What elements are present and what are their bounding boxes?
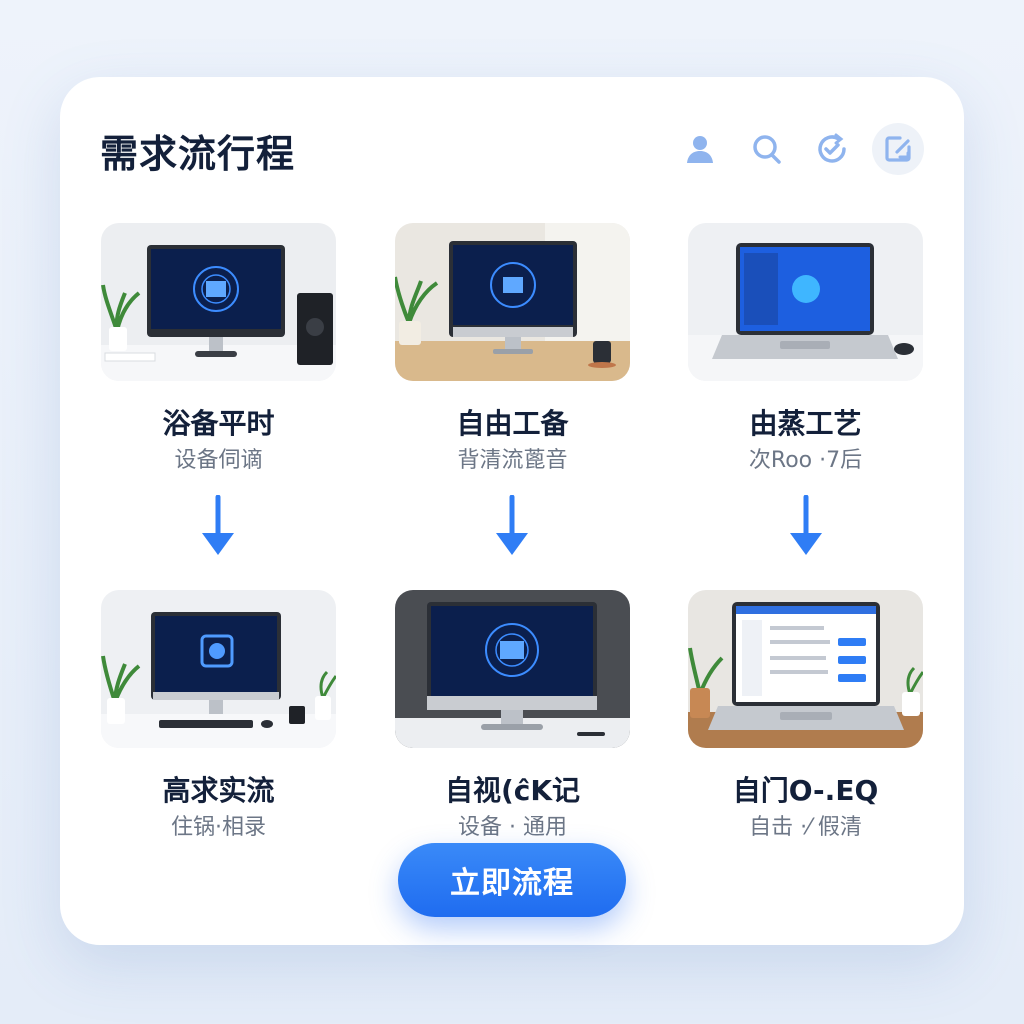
step-image-5 [395,590,630,748]
user-icon [687,136,713,163]
check-refresh-icon [818,133,846,163]
step-title-3: 由蒸工艺 [749,407,862,440]
step-title-1: 浴备平时 [162,407,275,440]
step-card-4[interactable]: 高求实流 住锅·相录 [101,590,336,842]
step-subtitle-3: 次Roo ·7后 [748,448,863,473]
edit-button[interactable] [872,123,924,175]
step-card-1[interactable]: 浴备平时 设备伺谪 [101,223,336,475]
step-subtitle-5: 设备 · 通用 [458,815,567,840]
step-card-5[interactable]: 自视(ĉK记 设备 · 通用 [395,590,630,842]
start-flow-button[interactable]: 立即流程 [398,843,626,917]
step-image-3 [688,223,923,381]
step-subtitle-2: 背清流蓖音 [457,448,568,473]
step-image-4 [101,590,336,748]
page-title: 需求流行程 [100,132,296,176]
step-image-2 [395,223,630,381]
search-button[interactable] [740,123,792,175]
step-image-6 [688,590,923,748]
step-title-4: 高求实流 [162,774,275,807]
edit-icon [885,136,911,162]
step-image-1 [101,223,336,381]
step-title-5: 自视(ĉK记 [444,774,581,807]
step-card-6[interactable]: 自门O-.EQ 自击 ·⁄ 假清 [688,590,923,842]
step-title-2: 自由工备 [456,407,569,440]
step-subtitle-4: 住锅·相录 [171,815,266,840]
refresh-check-button[interactable] [806,123,858,175]
arrow-down-icon [790,495,822,555]
user-button[interactable] [674,123,726,175]
step-card-2[interactable]: 自由工备 背清流蓖音 [395,223,630,475]
header-toolbar [674,123,924,175]
step-subtitle-6: 自击 ·⁄ 假清 [749,815,862,840]
step-card-3[interactable]: 由蒸工艺 次Roo ·7后 [688,223,923,475]
search-icon [753,135,781,164]
step-title-6: 自门O-.EQ [732,774,879,807]
flow-card: 需求流行程 [60,77,964,945]
step-subtitle-1: 设备伺谪 [174,448,263,473]
arrow-down-icon [496,495,528,555]
arrow-down-icon [202,495,234,555]
